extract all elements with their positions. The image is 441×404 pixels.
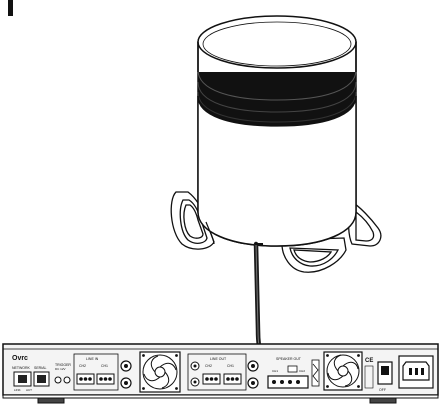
- amp-foot: [37, 397, 65, 404]
- speaker-out-label: SPEAKER OUT: [276, 357, 302, 361]
- link-label: LINK: [14, 388, 21, 392]
- speaker: [170, 15, 382, 273]
- line-in-ch2-label: CH2: [79, 364, 86, 368]
- ce-mark: CE: [365, 358, 373, 364]
- network-label: NETWORK: [12, 366, 31, 370]
- off-label: OFF: [379, 388, 386, 392]
- trigger-sub-label: DC 12V: [55, 367, 66, 371]
- ovrc-logo: Ovrc: [12, 355, 28, 362]
- cooling-fan: [323, 351, 363, 391]
- line-in-group: [73, 353, 119, 391]
- trigger-jack: [63, 376, 71, 384]
- speaker-out-ch1-label: CH1: [272, 369, 278, 373]
- act-label: ACT: [26, 388, 32, 392]
- amp-foot: [369, 397, 397, 404]
- line-in-label: LINE IN: [86, 357, 99, 361]
- corner-mark: [8, 0, 13, 16]
- mounting-bracket: [170, 191, 382, 273]
- trigger-label: TRIGGER: [55, 363, 71, 367]
- line-in-ch1-label: CH1: [101, 364, 108, 368]
- speaker-top-cap: [197, 15, 357, 69]
- line-out-label: LINE OUT: [210, 357, 227, 361]
- line-out-ch2-label: CH2: [205, 364, 212, 368]
- amplifier-rear-panel: Ovrc NETWORK SERIAL LINK ACT TRIGGER DC …: [2, 343, 439, 404]
- line-out-ch1-label: CH1: [227, 364, 234, 368]
- line-out-group: [187, 353, 247, 391]
- trigger-jack: [54, 376, 62, 384]
- serial-label: SERIAL: [34, 366, 47, 370]
- amp-chassis: [2, 343, 439, 396]
- cooling-fan: [139, 351, 181, 393]
- speaker-grille: [198, 72, 356, 126]
- speaker-out-ch2-label: CH2: [299, 369, 305, 373]
